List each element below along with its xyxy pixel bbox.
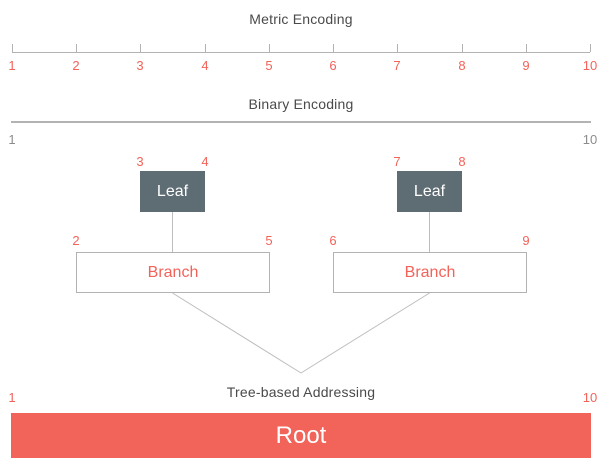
leaf1-end-label: 4 — [201, 154, 209, 169]
leaf1-label: Leaf — [156, 182, 189, 200]
metric-label-10: 10 — [582, 58, 598, 73]
tree-addressing-title: Tree-based Addressing — [226, 384, 376, 400]
root-end-label: 10 — [582, 390, 598, 405]
binary-encoding-title: Binary Encoding — [248, 96, 354, 112]
root-node: Root — [11, 413, 591, 458]
leaf2-end-label: 8 — [458, 154, 466, 169]
ruler-tick — [397, 44, 399, 52]
leaf2-label: Leaf — [413, 182, 446, 200]
leaf1-node: Leaf — [140, 171, 205, 212]
ruler-tick — [461, 44, 463, 52]
metric-label-3: 3 — [136, 58, 144, 73]
ruler-tick — [590, 44, 591, 52]
binary-encoding-line — [11, 121, 591, 123]
leaf2-start-label: 7 — [393, 154, 401, 169]
metric-label-7: 7 — [393, 58, 401, 73]
metric-label-4: 4 — [201, 58, 209, 73]
root-label: Root — [275, 421, 327, 449]
ruler-tick — [140, 44, 142, 52]
metric-label-8: 8 — [458, 58, 466, 73]
metric-label-9: 9 — [522, 58, 530, 73]
branch1-root-connector — [172, 292, 302, 374]
metric-encoding-title: Metric Encoding — [249, 11, 353, 27]
metric-label-6: 6 — [329, 58, 337, 73]
branch2-start-label: 6 — [329, 233, 337, 248]
metric-label-5: 5 — [265, 58, 273, 73]
branch2-label: Branch — [404, 263, 456, 281]
binary-end-label: 10 — [582, 132, 598, 147]
ruler-tick — [525, 44, 527, 52]
branch2-end-label: 9 — [522, 233, 530, 248]
metric-label-1: 1 — [8, 58, 16, 73]
leaf1-start-label: 3 — [136, 154, 144, 169]
branch2-node: Branch — [333, 252, 527, 293]
branch1-label: Branch — [147, 263, 199, 281]
metric-ruler — [12, 44, 591, 53]
branch1-node: Branch — [76, 252, 270, 293]
metric-label-2: 2 — [72, 58, 80, 73]
binary-start-label: 1 — [8, 132, 16, 147]
ruler-tick — [12, 44, 13, 52]
branch1-start-label: 2 — [72, 233, 80, 248]
branch2-root-connector — [300, 292, 430, 374]
ruler-tick — [204, 44, 206, 52]
root-start-label: 1 — [8, 390, 16, 405]
ruler-tick — [76, 44, 78, 52]
ruler-tick — [268, 44, 270, 52]
branch1-end-label: 5 — [265, 233, 273, 248]
ruler-tick — [333, 44, 335, 52]
leaf2-node: Leaf — [397, 171, 462, 212]
